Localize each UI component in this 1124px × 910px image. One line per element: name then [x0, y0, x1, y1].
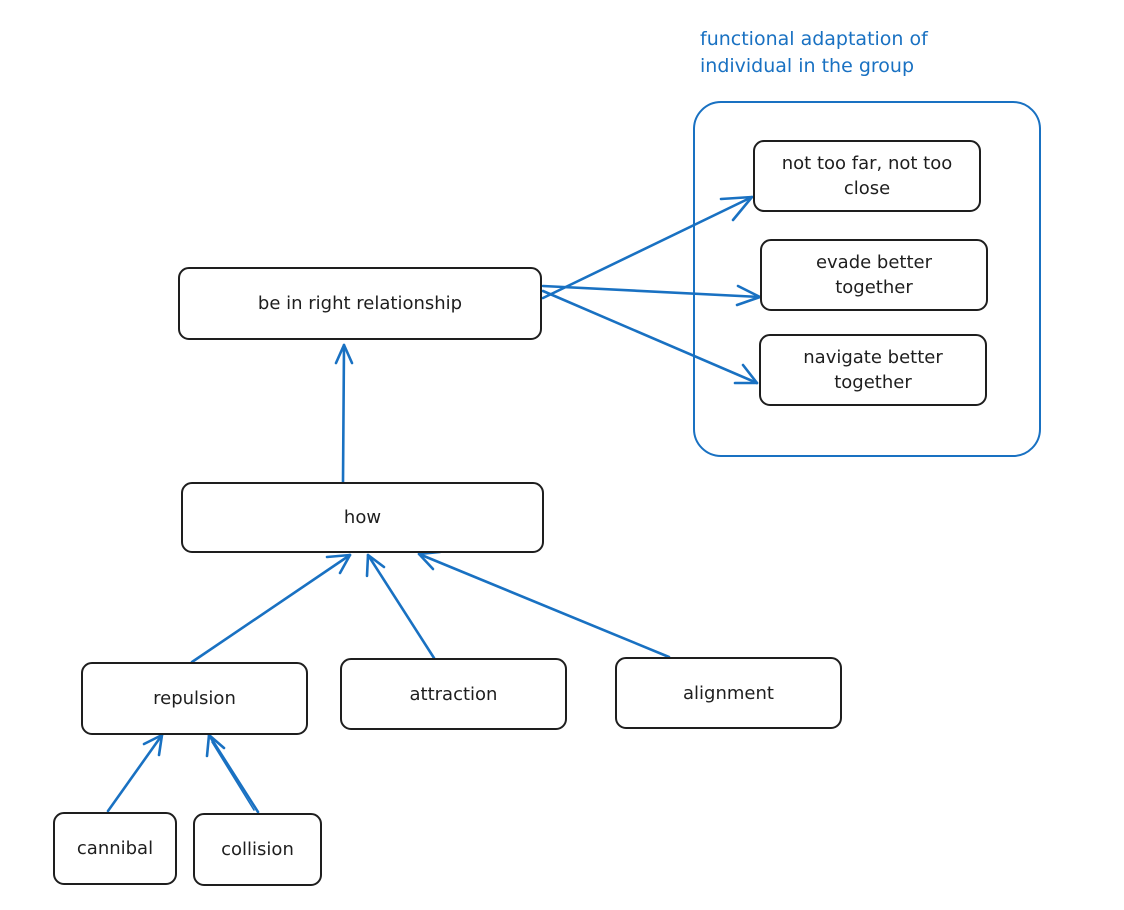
node-attraction[interactable]: attraction — [340, 658, 567, 730]
node-collision[interactable]: collision — [193, 813, 322, 886]
arrow-alignment-to-how — [417, 550, 671, 659]
node-cannibal[interactable]: cannibal — [53, 812, 177, 885]
arrow-repulsion-to-how — [190, 553, 352, 664]
node-how[interactable]: how — [181, 482, 544, 553]
arrow-relationship-to-navigate — [541, 289, 759, 385]
node-navigate-better-together[interactable]: navigate better together — [759, 334, 987, 406]
node-alignment[interactable]: alignment — [615, 657, 842, 729]
node-evade-better-together[interactable]: evade better together — [760, 239, 988, 311]
group-title: functional adaptation of individual in t… — [700, 28, 928, 77]
arrow-collision-to-repulsion — [205, 733, 260, 814]
node-be-in-right-relationship[interactable]: be in right relationship — [178, 267, 542, 340]
arrow-how-to-relationship — [334, 343, 354, 484]
node-repulsion[interactable]: repulsion — [81, 662, 308, 735]
arrow-attraction-to-how — [365, 553, 436, 660]
arrow-relationship-to-far — [541, 195, 754, 300]
arrow-cannibal-to-repulsion — [106, 733, 164, 813]
node-not-too-far-not-too-close[interactable]: not too far, not too close — [753, 140, 981, 212]
group-frame — [693, 101, 1041, 457]
